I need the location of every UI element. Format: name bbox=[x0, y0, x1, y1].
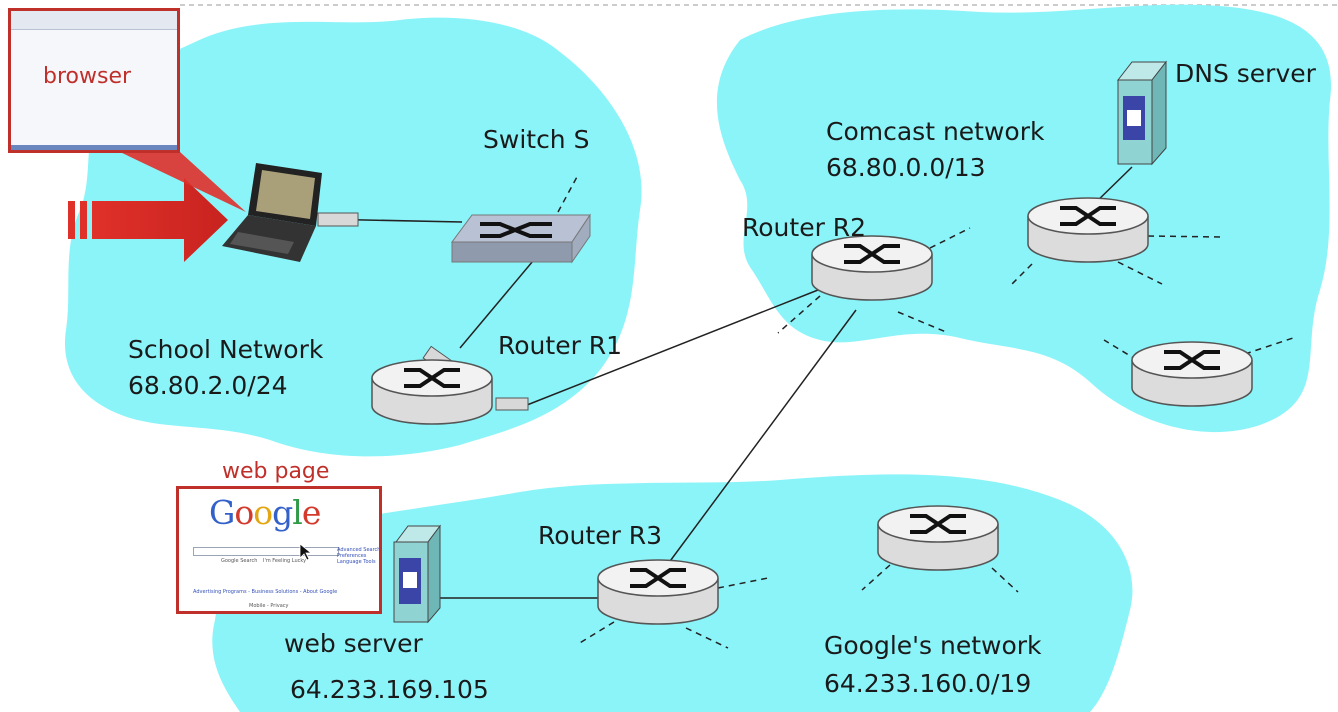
link-r1-r2 bbox=[526, 289, 819, 406]
switch-icon bbox=[451, 213, 591, 264]
link-switch-r1 bbox=[459, 254, 539, 349]
browser-taskbar bbox=[11, 145, 177, 150]
google-logo: Google bbox=[209, 493, 321, 532]
preferences-link[interactable]: Preferences bbox=[337, 553, 367, 559]
school-network-name: School Network bbox=[128, 335, 324, 364]
comcast-network-name: Comcast network bbox=[826, 117, 1045, 146]
dns-server-label: DNS server bbox=[1175, 59, 1316, 88]
arrow-icon bbox=[68, 178, 228, 262]
google-network-subnet: 64.233.160.0/19 bbox=[824, 669, 1032, 698]
stubs bbox=[557, 174, 1297, 649]
browser-window: browser bbox=[8, 8, 180, 153]
google-search-input[interactable] bbox=[193, 547, 339, 556]
google-footer-links[interactable]: Advertising Programs - Business Solution… bbox=[193, 589, 338, 595]
web-page-label: web page bbox=[222, 459, 330, 484]
router-r3-label: Router R3 bbox=[538, 521, 663, 550]
link-r2-r3 bbox=[661, 309, 857, 573]
web-server-icon bbox=[393, 524, 441, 624]
google-search-button[interactable]: Google Search bbox=[221, 558, 258, 564]
router-r2-label: Router R2 bbox=[742, 213, 867, 242]
browser-toolbar bbox=[11, 11, 177, 30]
router-r1-icon bbox=[370, 345, 529, 426]
lucky-button[interactable]: I'm Feeling Lucky bbox=[263, 558, 307, 564]
comcast-network-cloud bbox=[716, 4, 1332, 433]
advanced-search-link[interactable]: Advanced Search bbox=[337, 547, 381, 553]
web-server-label: web server bbox=[284, 629, 423, 658]
school-network-cloud bbox=[64, 17, 642, 457]
web-page-window: Google Google Search I'm Feeling Lucky A… bbox=[176, 486, 382, 614]
comcast-router-2-icon bbox=[1130, 340, 1254, 408]
cursor-icon bbox=[299, 543, 313, 561]
google-router-icon bbox=[876, 504, 1000, 572]
web-server-ip: 64.233.169.105 bbox=[290, 675, 489, 704]
dns-server-icon bbox=[1116, 60, 1168, 166]
comcast-router-1-icon bbox=[1026, 196, 1150, 264]
google-network-name: Google's network bbox=[824, 631, 1042, 660]
comcast-network-subnet: 68.80.0.0/13 bbox=[826, 153, 986, 182]
switch-label: Switch S bbox=[483, 125, 590, 154]
google-footer-sub[interactable]: Mobile - Privacy bbox=[249, 603, 289, 609]
laptop-icon bbox=[222, 163, 359, 262]
language-tools-link[interactable]: Language Tools bbox=[337, 559, 376, 565]
school-network-subnet: 68.80.2.0/24 bbox=[128, 371, 288, 400]
browser-label: browser bbox=[43, 64, 132, 89]
router-r2-icon bbox=[810, 234, 934, 302]
router-r3-icon bbox=[596, 558, 720, 626]
router-r1-label: Router R1 bbox=[498, 331, 623, 360]
